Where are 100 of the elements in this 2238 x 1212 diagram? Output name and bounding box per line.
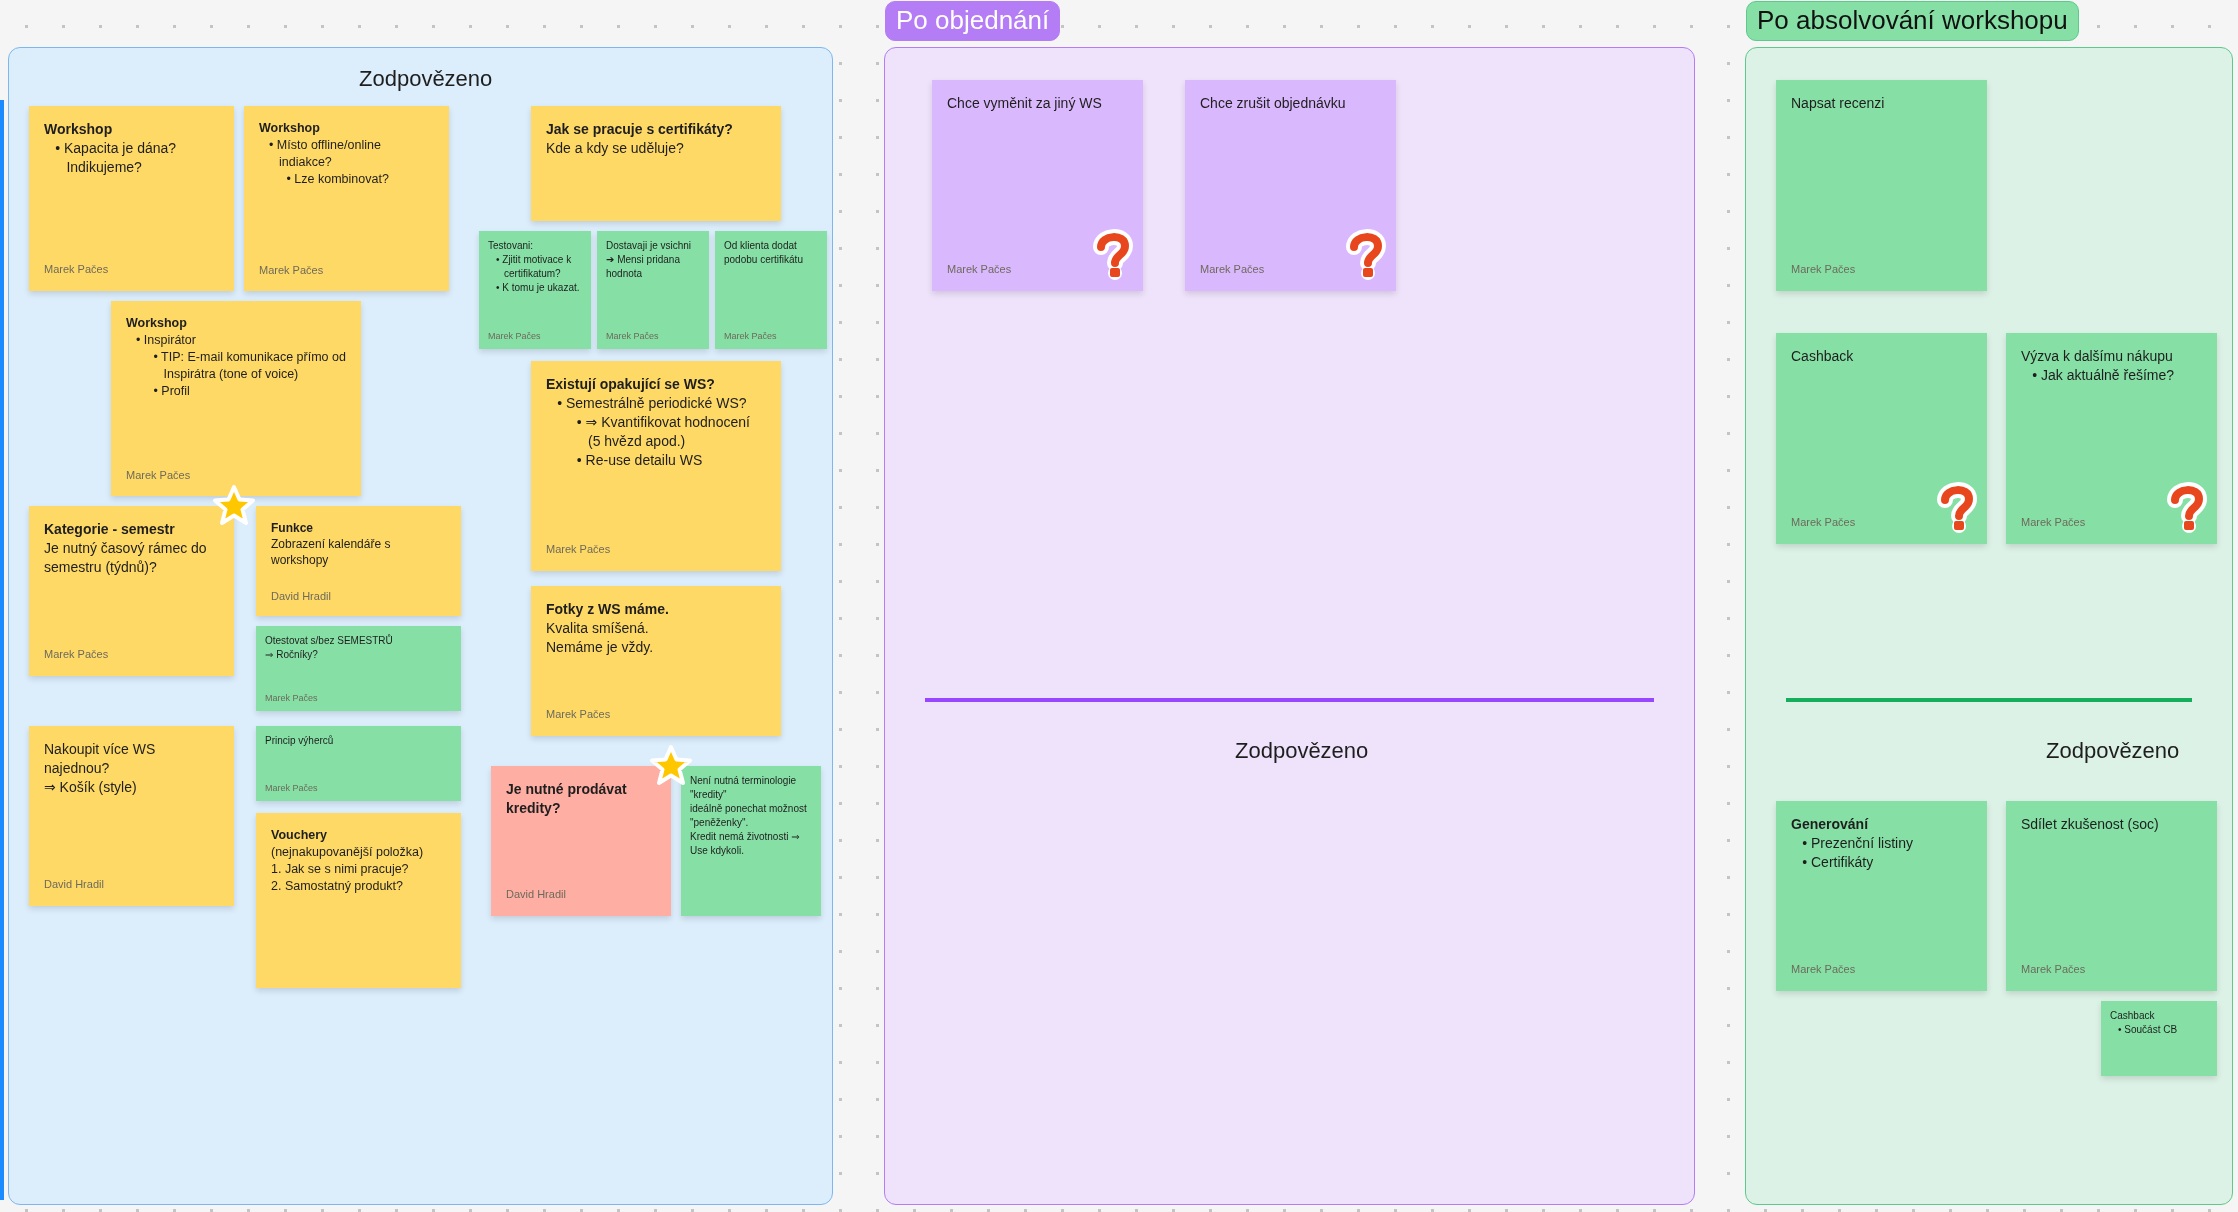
- note-text: Nakoupit více WS najednou?: [44, 740, 157, 778]
- sticky-note: [715, 231, 827, 349]
- note-heading: Existují opakující se WS?: [546, 375, 716, 394]
- note-heading: Fotky z WS máme.: [546, 600, 670, 619]
- section-tab: Po objednání: [885, 1, 1061, 41]
- sticky-note: [29, 726, 234, 906]
- sticky-note: [932, 80, 1143, 291]
- note-heading: Vouchery: [271, 827, 329, 844]
- section-title: Zodpovězeno: [1235, 738, 1369, 764]
- section-tab: Po absolvování workshopu: [1746, 1, 2079, 41]
- note-heading: Funkce: [271, 520, 314, 536]
- sticky-note: [531, 361, 781, 571]
- note-text: Napsat recenzi: [1791, 94, 1886, 113]
- note-text: ideálně ponechat možnost "peněženky".: [690, 802, 808, 830]
- sticky-note: [531, 106, 781, 221]
- sticky-note: [29, 506, 234, 676]
- list-item: • Zjitit motivace k certifikatum?: [495, 253, 573, 281]
- author-name: Marek Pačes: [2021, 962, 2086, 977]
- note-heading: Generování: [1791, 815, 1870, 834]
- sticky-note: [256, 813, 461, 988]
- sticky-note: [2006, 333, 2217, 544]
- author-name: Marek Pačes: [546, 707, 611, 722]
- author-name: Marek Pačes: [724, 330, 777, 343]
- sticky-note: [1776, 80, 1987, 291]
- author-name: Marek Pačes: [488, 330, 541, 343]
- note-text: Kvalita smíšená.: [546, 619, 650, 638]
- note-text: Zobrazení kalendáře s workshopy: [271, 536, 392, 568]
- list-item: • Inspirátor: [135, 332, 197, 349]
- note-text: Od klienta dodat podobu certifikátu: [724, 239, 804, 267]
- section-title: Zodpovězeno: [2046, 738, 2180, 764]
- note-heading: Workshop: [44, 120, 114, 139]
- author-name: Marek Pačes: [265, 782, 318, 795]
- author-name: Marek Pačes: [1200, 262, 1265, 277]
- author-name: Marek Pačes: [2021, 515, 2086, 530]
- sticky-note: [597, 231, 709, 349]
- list-item: • Místo offline/online indiakce?: [268, 137, 382, 171]
- note-heading: Workshop: [126, 315, 188, 332]
- note-text: Kde a kdy se uděluje?: [546, 139, 685, 158]
- note-text: Princip výherců: [265, 734, 335, 748]
- list-item: • ⇒ Kvantifikovat hodnocení (5 hvězd apod.): [575, 413, 751, 451]
- sticky-note: [29, 106, 234, 291]
- note-text: 1. Jak se s nimi pracuje?: [271, 861, 410, 878]
- note-text: Kredit nemá životnosti ⇒ Use kdykoli.: [690, 830, 801, 858]
- sticky-note: [256, 626, 461, 711]
- sticky-note: [531, 586, 781, 736]
- author-name: Marek Pačes: [947, 262, 1012, 277]
- note-text: Sdílet zkušenost (soc): [2021, 815, 2160, 834]
- note-heading: Jak se pracuje s certifikáty?: [546, 120, 734, 139]
- list-item: • Profil: [152, 383, 191, 400]
- note-text: Není nutná terminologie "kredity": [690, 774, 798, 802]
- author-name: Marek Pačes: [259, 263, 324, 278]
- author-name: David Hradil: [44, 877, 104, 892]
- list-item: • Re-use detailu WS: [575, 451, 704, 470]
- note-text: Otestovat s/bez SEMESTRŮ: [265, 634, 394, 648]
- list-item: • K tomu je ukazat.: [495, 281, 581, 295]
- note-heading: Je nutné prodávat kredity?: [506, 780, 628, 818]
- author-name: Marek Pačes: [44, 262, 109, 277]
- sticky-note: [491, 766, 671, 916]
- sticky-note: [256, 726, 461, 801]
- sticky-note: [111, 301, 361, 496]
- note-text: 2. Samostatný produkt?: [271, 878, 405, 895]
- note-text: ⇒ Košík (style): [44, 778, 138, 797]
- list-item: • Lze kombinovat?: [285, 171, 390, 188]
- list-item: • Součást CB: [2117, 1023, 2179, 1037]
- sticky-note: [1185, 80, 1396, 291]
- author-name: David Hradil: [506, 887, 566, 902]
- note-text: Je nutný časový rámec do semestru (týdnů)?: [44, 539, 208, 577]
- note-text: Cashback: [2110, 1009, 2156, 1023]
- author-name: Marek Pačes: [1791, 515, 1856, 530]
- note-text: Nemáme je vždy.: [546, 638, 655, 657]
- list-item: • Semestrálně periodické WS?: [556, 394, 748, 413]
- note-text: Chce zrušit objednávku: [1200, 94, 1347, 113]
- note-text: Cashback: [1791, 347, 1855, 366]
- author-name: Marek Pačes: [1791, 262, 1856, 277]
- note-text: Testovani:: [488, 239, 535, 253]
- list-item: • Certifikáty: [1801, 853, 1875, 872]
- list-item: • Kapacita je dána? Indikujeme?: [54, 139, 178, 177]
- sticky-note: [2101, 1001, 2217, 1076]
- sticky-note: [1776, 801, 1987, 991]
- note-text: Chce vyměnit za jiný WS: [947, 94, 1103, 113]
- sticky-note: [1776, 333, 1987, 544]
- note-text: Výzva k dalšímu nákupu: [2021, 347, 2174, 366]
- note-text: ⇒ Ročníky?: [265, 648, 319, 662]
- frame-panel: [8, 47, 833, 1205]
- author-name: Marek Pačes: [546, 542, 611, 557]
- sticky-note: [256, 506, 461, 616]
- sticky-note: [681, 766, 821, 916]
- list-item: • Prezenční listiny: [1801, 834, 1914, 853]
- list-item: • Jak aktuálně řešíme?: [2031, 366, 2176, 385]
- note-heading: Kategorie - semestr: [44, 520, 176, 539]
- sticky-note: [244, 106, 449, 291]
- note-text: (nejnakupovanější položka): [271, 844, 425, 861]
- sticky-note: [479, 231, 591, 349]
- author-name: Marek Pačes: [1791, 962, 1856, 977]
- list-item: • TIP: E-mail komunikace přímo od Inspirátra (tone of voice): [152, 349, 346, 383]
- sticky-note: [2006, 801, 2217, 991]
- note-heading: Workshop: [259, 120, 321, 137]
- author-name: David Hradil: [271, 589, 331, 604]
- author-name: Marek Pačes: [265, 692, 318, 705]
- section-title: Zodpovězeno: [359, 66, 493, 92]
